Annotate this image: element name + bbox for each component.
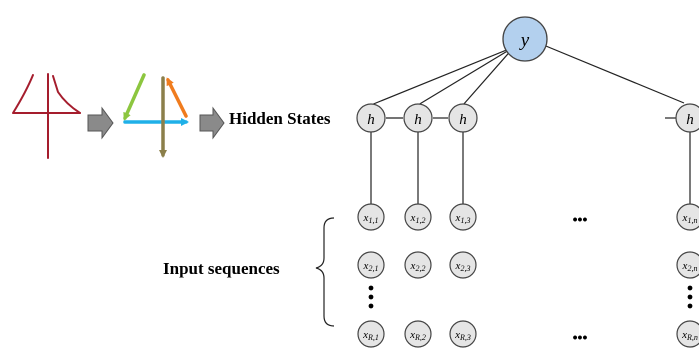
hidden-node-label: h xyxy=(414,112,422,128)
vertical-dots-right xyxy=(687,285,693,309)
svg-text:x1,2: x1,2 xyxy=(410,212,426,225)
input-node: xR,2 xyxy=(404,320,432,348)
hidden-node-label: h xyxy=(367,112,375,128)
svg-text:xR,3: xR,3 xyxy=(454,329,471,342)
block-arrow-2 xyxy=(199,106,225,140)
hidden-node-label: h xyxy=(459,112,467,128)
svg-text:x2,3: x2,3 xyxy=(455,260,471,273)
svg-text:x1,1: x1,1 xyxy=(363,212,379,225)
input-node: x2,n xyxy=(676,251,699,279)
hidden-node: h xyxy=(448,103,478,133)
hidden-states-label: Hidden States xyxy=(229,109,331,128)
output-node: y xyxy=(502,16,548,62)
svg-text:x1,3: x1,3 xyxy=(455,212,471,225)
hidden-node: h xyxy=(675,103,699,133)
hidden-node: h xyxy=(403,103,433,133)
svg-text:x2,1: x2,1 xyxy=(363,260,379,273)
vertical-dots-left xyxy=(368,285,374,309)
input-node: x1,2 xyxy=(404,203,432,231)
input-sequences-label: Input sequences xyxy=(163,259,280,278)
svg-text:xR,2: xR,2 xyxy=(409,329,426,342)
orange-stroke-arrow xyxy=(166,77,188,118)
svg-text:xR,1: xR,1 xyxy=(362,329,379,342)
input-node: x1,1 xyxy=(357,203,385,231)
green-stroke-arrow xyxy=(123,73,146,121)
svg-text:x1,n: x1,n xyxy=(682,212,698,225)
input-node: x2,1 xyxy=(357,251,385,279)
stroke-decomposition xyxy=(123,73,189,158)
input-node: xR,1 xyxy=(357,320,385,348)
input-node: xR,n xyxy=(676,320,699,348)
input-node: xR,3 xyxy=(449,320,477,348)
svg-text:x2,n: x2,n xyxy=(682,260,698,273)
input-node: x2,3 xyxy=(449,251,477,279)
connections xyxy=(370,43,691,205)
input-node: x1,3 xyxy=(449,203,477,231)
svg-text:x2,2: x2,2 xyxy=(410,260,426,273)
hidden-node-label: h xyxy=(686,112,694,128)
input-brace xyxy=(315,217,335,327)
input-node: x2,2 xyxy=(404,251,432,279)
block-arrow-1 xyxy=(87,106,114,140)
handwritten-digit-four xyxy=(12,73,81,159)
input-node: x1,n xyxy=(676,203,699,231)
output-node-label: y xyxy=(519,30,530,51)
ellipsis-bottom: ••• xyxy=(573,329,588,345)
hidden-node: h xyxy=(356,103,386,133)
ellipsis-top: ••• xyxy=(573,211,588,227)
svg-text:xR,n: xR,n xyxy=(681,329,698,342)
